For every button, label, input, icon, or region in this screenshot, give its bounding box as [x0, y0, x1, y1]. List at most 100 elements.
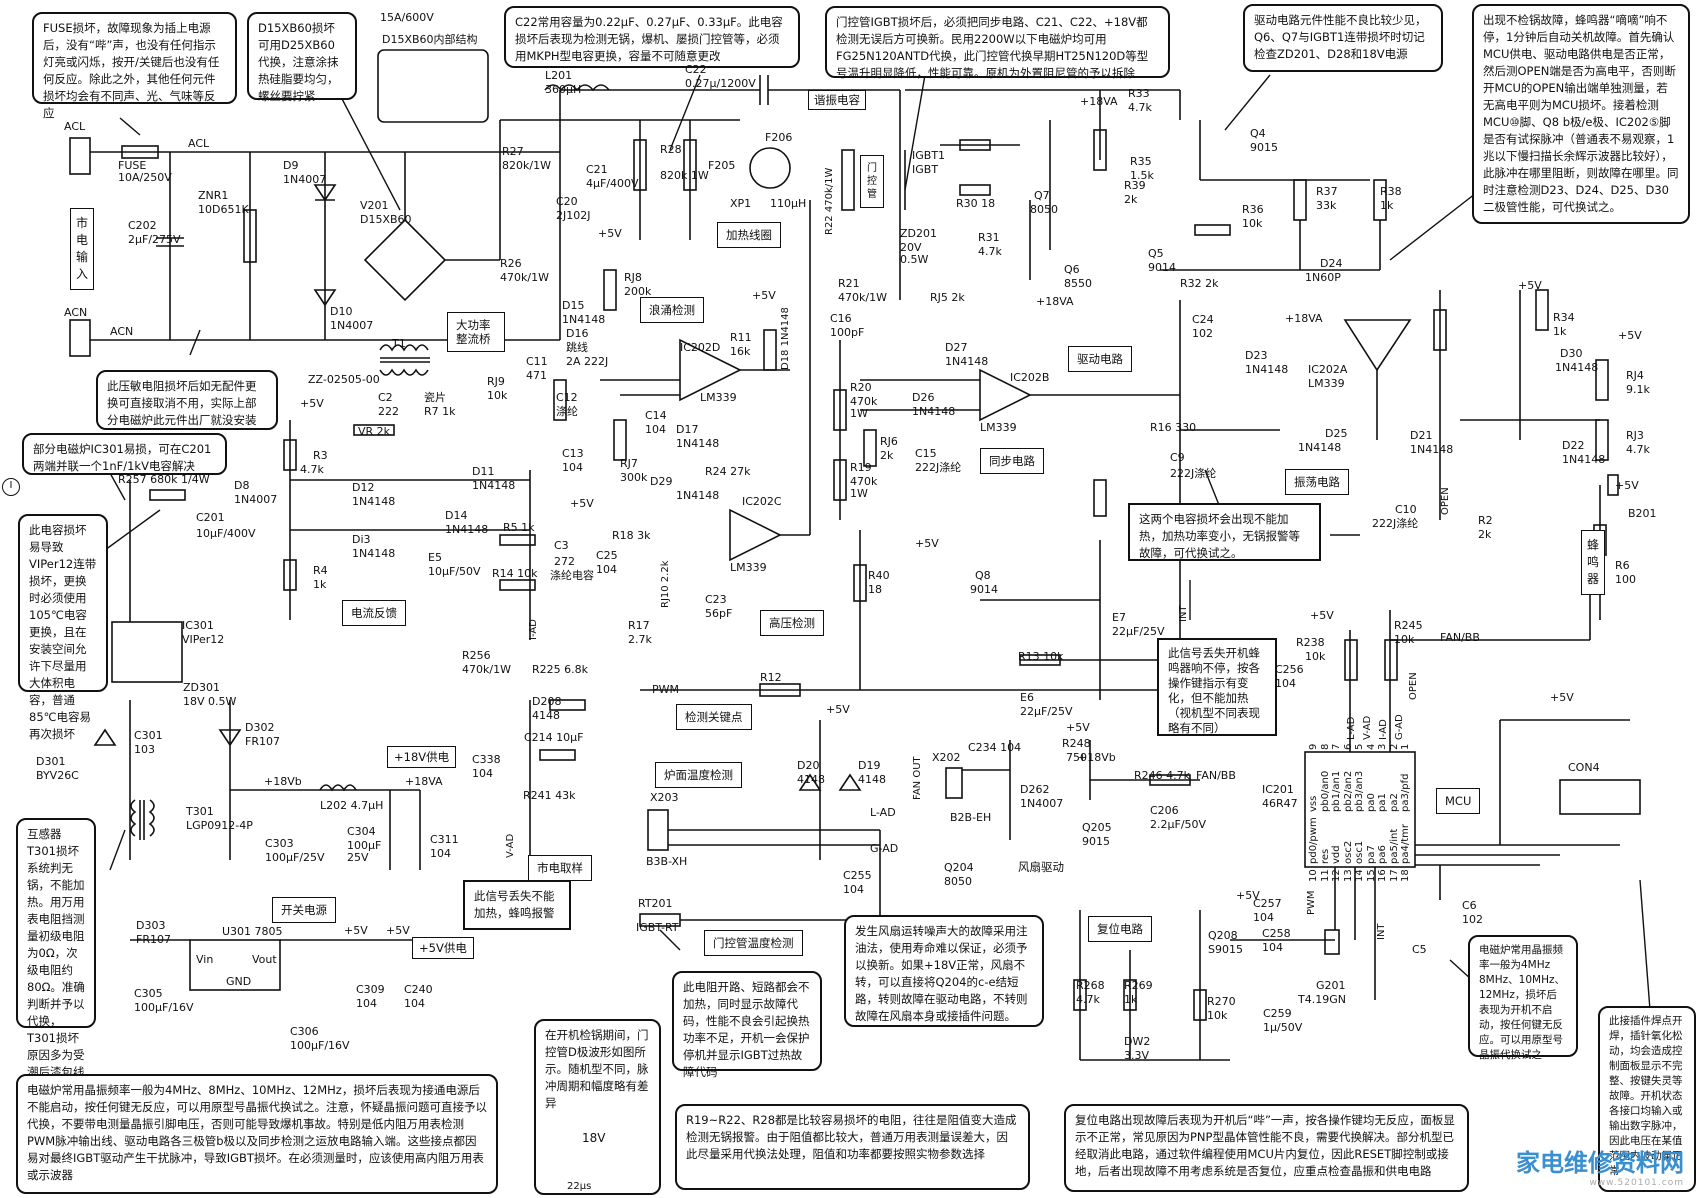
- note-fan: 发生风扇运转噪声大的故障采用注油法，使用寿命难以保证，必须予以换新。如果+18V…: [844, 915, 1044, 1027]
- label-rj6: RJ6: [880, 435, 898, 448]
- label-t301-value: LGP0912-4P: [186, 819, 253, 832]
- label-acn: ACN: [64, 306, 88, 319]
- mcu-pin-top-5: pb3/an3: [1354, 770, 1365, 812]
- label-mcu-int: INT: [1376, 923, 1387, 940]
- label-d17-value: 1N4148: [676, 437, 720, 450]
- label-igbt: IGBT: [912, 163, 939, 176]
- label-lm339-d: LM339: [700, 391, 737, 404]
- label-c255: C255: [843, 869, 872, 882]
- note-rt201-text: 此电阻开路、短路都会不加热，同时显示故障代码，性能不良会引起换热功率不足，开机一…: [683, 980, 810, 1079]
- label-c24-value: 102: [1192, 327, 1213, 340]
- note-c9-c10: 这两个电容损坏会出现不能加热，加热功率变小，无锅报警等故障，可代换试之。: [1128, 503, 1321, 561]
- label-vr: VR 2k: [358, 425, 391, 438]
- note-int-signal: 此信号丢失开机蜂鸣器响不停，按各操作键指示有变化，但不能加热（视机型不同表现略有…: [1157, 638, 1277, 736]
- label-d10-value: 1N4007: [330, 319, 374, 332]
- label-d18: D18 1N4148: [780, 307, 791, 370]
- mcu-pin-bottom-10: pd0/pwm: [1308, 817, 1319, 864]
- label-r14: R14 10k: [492, 567, 538, 580]
- label-u301-vin: Vin: [196, 953, 214, 966]
- label-c301: C301: [134, 729, 163, 742]
- label-c311: C311: [430, 833, 459, 846]
- label-rj8-value: 200k: [624, 285, 652, 298]
- label-r40: R40: [868, 569, 890, 582]
- label-c22-value: 0.27μ/1200V: [685, 77, 756, 90]
- label-c24: C24: [1192, 313, 1214, 326]
- label-c214: C214 10μF: [524, 731, 584, 744]
- label-plus5v-rj4: +5V: [1618, 329, 1642, 342]
- label-r245: R245: [1394, 619, 1423, 632]
- label-d301-value: BYV26C: [36, 769, 79, 782]
- label-r270-value: 10k: [1207, 1009, 1228, 1022]
- label-ic202c: IC202C: [742, 495, 782, 508]
- label-l201-value: 360μH: [545, 83, 582, 96]
- note-waveform-text: 在开机检锅期间，门控管D极波形如图所示。随机型不同，脉冲周期和幅度略有差异: [545, 1028, 649, 1110]
- label-fan-out: FAN OUT: [912, 756, 923, 800]
- ic301-package: [111, 621, 183, 683]
- label-c2-type: 瓷片: [424, 391, 446, 404]
- label-rj5: RJ5 2k: [930, 291, 965, 304]
- label-c23: C23: [705, 593, 727, 606]
- block-buzzer: 蜂鸣器: [1581, 530, 1605, 595]
- label-r33-value: 4.7k: [1128, 101, 1152, 114]
- mcu-pin-num-bottom-10: 10: [1308, 869, 1319, 882]
- mcu-pin-top-1: pa3/pfd: [1400, 773, 1411, 812]
- note-varistor-text: 此压敏电阻损坏后如无配件更换可直接取消不用，实际上部分电磁炉此元件出厂就没安装: [107, 379, 257, 427]
- label-d208: D208: [532, 695, 562, 708]
- block-surge-text: 浪涌检测: [649, 303, 695, 317]
- label-c256-value: 104: [1275, 677, 1296, 690]
- watermark-url: www.520101.com: [1589, 1178, 1684, 1188]
- block-mcu-text: MCU: [1445, 794, 1472, 808]
- label-r269: R269: [1124, 979, 1153, 992]
- label-c303-value: 100μF/25V: [265, 851, 325, 864]
- label-l-ad: L-AD: [870, 806, 896, 819]
- label-r269-value: 1k: [1124, 993, 1138, 1006]
- label-r268: R268: [1076, 979, 1105, 992]
- label-pwm: PWM: [652, 683, 680, 696]
- label-r36-value: 10k: [1242, 217, 1263, 230]
- label-q5: Q5: [1148, 247, 1164, 260]
- block-mains-sample: 市电取样: [528, 855, 592, 881]
- label-d27: D27: [945, 341, 968, 354]
- label-d14-value: 1N4148: [445, 523, 489, 536]
- label-igbt-rt: IGBT-RT: [636, 921, 679, 934]
- label-d24: D24: [1320, 257, 1343, 270]
- label-c234: C234 104: [968, 741, 1022, 754]
- note-fan-text: 发生风扇运转噪声大的故障采用注油法，使用寿命难以保证，必须予以换新。如果+18V…: [855, 924, 1028, 1023]
- block-resonant-cap-text: 谐振电容: [814, 93, 860, 107]
- block-resonant-cap: 谐振电容: [808, 90, 866, 110]
- label-rj10: RJ10 2.2k: [660, 560, 671, 609]
- label-zd301: ZD301: [183, 681, 221, 694]
- block-smps-text: 开关电源: [281, 903, 327, 917]
- label-mcu-pwm: PWM: [1306, 890, 1317, 915]
- label-d26-value: 1N4148: [912, 405, 956, 418]
- label-q204-value: 8050: [944, 875, 972, 888]
- note-con4-text: 此接插件焊点开焊，插针氧化松动，均会造成控制面板显示不完整、按键失灵等故障。开机…: [1609, 1015, 1683, 1177]
- label-c304: C304: [347, 825, 376, 838]
- note-no-pan-text: 出现不检锅故障，蜂鸣器“嘀嘀”响不停，1分钟后自动关机故障。首先确认MCU供电、…: [1483, 13, 1679, 214]
- label-c201-value: 10μF/400V: [196, 527, 256, 540]
- label-mcu-i-ad: I-AD: [1378, 719, 1389, 740]
- label-d9-value: 1N4007: [283, 173, 327, 186]
- note-varistor: 此压敏电阻损坏后如无配件更换可直接取消不用，实际上部分电磁炉此元件出厂就没安装: [96, 370, 278, 430]
- label-q7: Q7: [1034, 189, 1050, 202]
- mcu-pin-num-top-2: 2: [1388, 743, 1400, 750]
- label-rj7: RJ7: [620, 457, 638, 470]
- label-r225: R225 6.8k: [532, 663, 588, 676]
- block-hv-detect: 高压检测: [760, 610, 824, 636]
- label-plus18va-q6: +18VA: [1036, 295, 1074, 308]
- label-e5-value: 10μF/50V: [428, 565, 481, 578]
- mcu-pin-bottom-12: vdd: [1331, 845, 1342, 864]
- label-rj9: RJ9: [487, 375, 505, 388]
- label-rj6-value: 2k: [880, 449, 894, 462]
- label-ic201: IC201: [1262, 783, 1294, 796]
- label-r27-value: 820k/1W: [502, 159, 551, 172]
- mcu-pin-num-top-5: 5: [1354, 743, 1365, 750]
- block-gate-text: 门控管: [867, 163, 877, 200]
- label-x203: X203: [650, 791, 679, 804]
- label-d29-value: 1N4148: [676, 489, 720, 502]
- label-plus5v-c240: +5V: [386, 924, 410, 937]
- label-r17: R17: [628, 619, 650, 632]
- label-zd301-value: 18V 0.5W: [183, 695, 237, 708]
- label-c301-value: 103: [134, 743, 155, 756]
- label-r34: R34: [1553, 311, 1575, 324]
